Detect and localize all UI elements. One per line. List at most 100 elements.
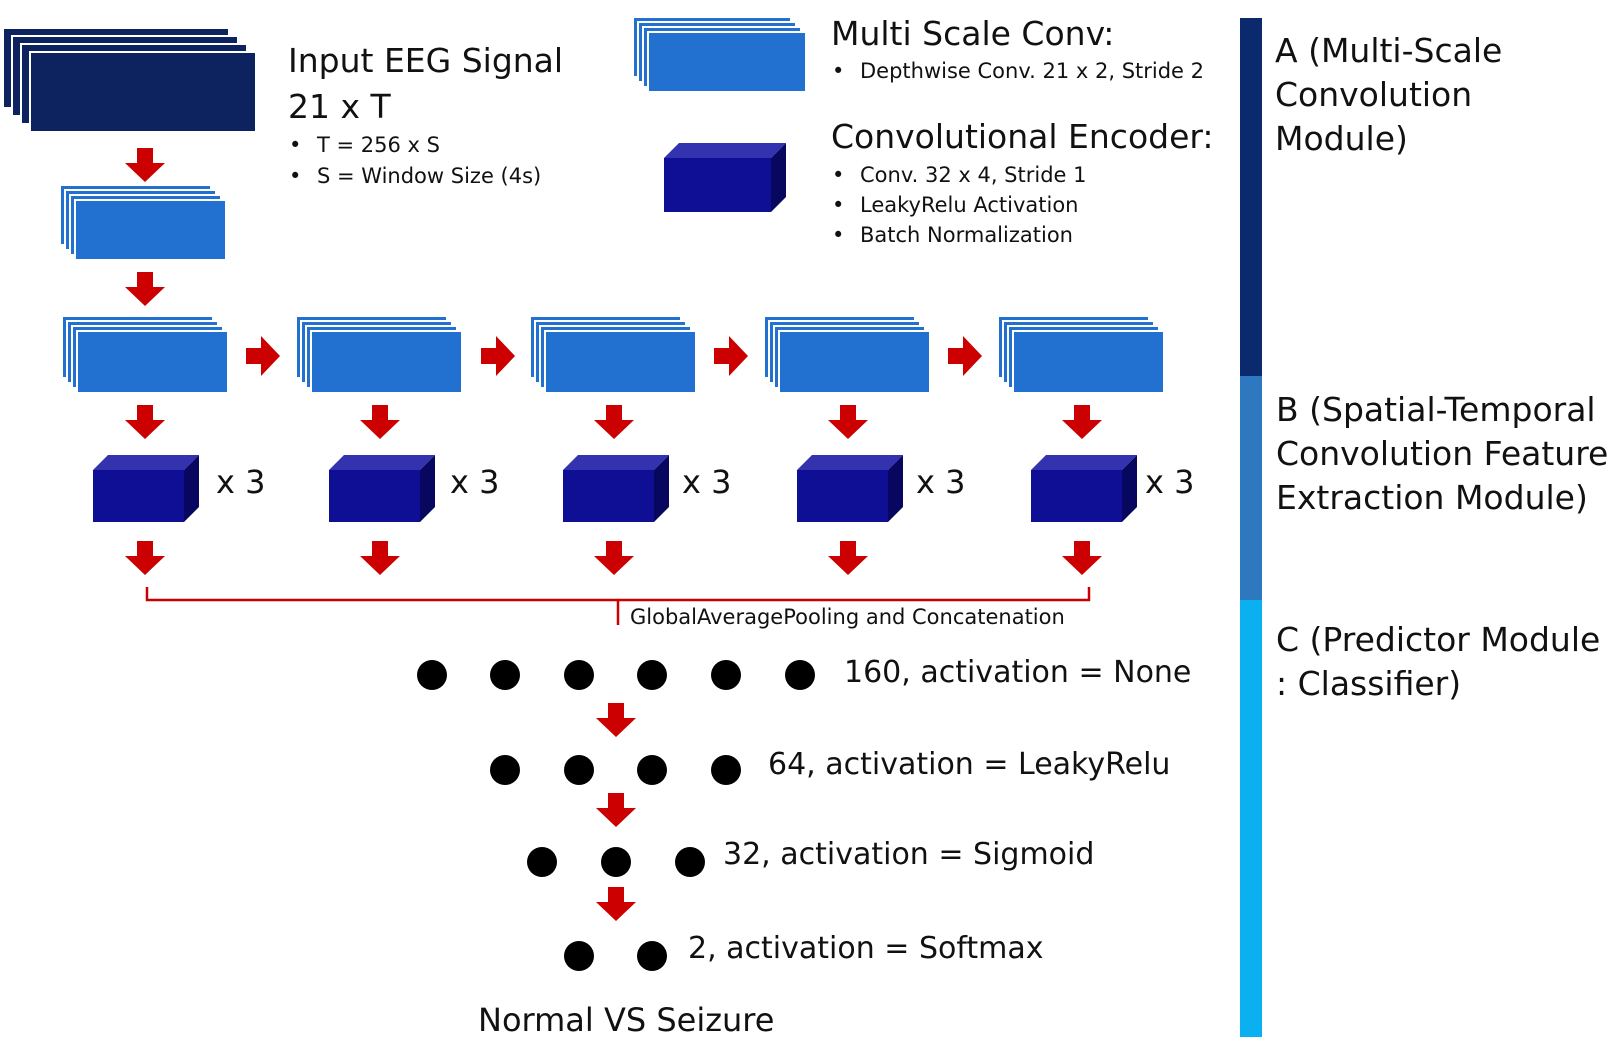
arrow-right-4 xyxy=(948,336,982,376)
module-c-bar xyxy=(1240,600,1262,1037)
encoder-block-3-top xyxy=(563,455,669,470)
dense-layer-1-node-4 xyxy=(637,660,667,690)
arrow-to-encoder-1 xyxy=(125,405,165,439)
dense-layer-4-node-1 xyxy=(564,941,594,971)
encoder-block-1-top xyxy=(93,455,199,470)
input-dims: 21 x T xyxy=(288,87,391,126)
encoder-block-3-front xyxy=(563,470,654,522)
encoder-block-1-side xyxy=(184,455,199,522)
dense-layer-1-node-5 xyxy=(711,660,741,690)
legend-msc-icon-layer xyxy=(647,31,807,93)
dense-layer-2-label: 64, activation = LeakyRelu xyxy=(768,747,1171,782)
encoder-block-2-top xyxy=(329,455,435,470)
dense-layer-3-node-3 xyxy=(675,847,705,877)
dense-layer-4-node-2 xyxy=(637,941,667,971)
dense-layer-1-label: 160, activation = None xyxy=(844,655,1192,690)
arrow-right-1 xyxy=(246,336,280,376)
module-a-bar xyxy=(1240,18,1262,376)
arrow-right-2 xyxy=(481,336,515,376)
pooling-label: GlobalAveragePooling and Concatenation xyxy=(630,605,1065,629)
encoder-block-1-front xyxy=(93,470,184,522)
arrow-right-3 xyxy=(714,336,748,376)
encoder-block-5-top xyxy=(1031,455,1137,470)
dense-layer-1-node-1 xyxy=(417,660,447,690)
output-label: Normal VS Seizure xyxy=(478,1001,775,1039)
multiscale-block-4 xyxy=(763,315,931,394)
multiscale-block-3 xyxy=(529,315,697,394)
legend-msc-icon xyxy=(632,16,807,93)
dense-layer-2-node-1 xyxy=(490,755,520,785)
dense-layer-2-node-2 xyxy=(564,755,594,785)
legend-encoder-icon-front xyxy=(664,158,771,212)
multiscale-conv-stack-layer xyxy=(74,199,227,261)
legend-encoder-title: Convolutional Encoder: xyxy=(831,117,1214,156)
legend-encoder-bullet-3: Batch Normalization xyxy=(832,223,1073,247)
legend-encoder-icon-side xyxy=(771,143,786,212)
module-c-label: C (Predictor Module : Classifier) xyxy=(1276,620,1601,703)
input-eeg-stack xyxy=(2,27,257,133)
encoder-block-4-top xyxy=(797,455,903,470)
arrow-dense-1 xyxy=(596,703,636,737)
dense-layer-3-node-2 xyxy=(601,847,631,877)
input-bullet-1: T = 256 x S xyxy=(289,133,440,157)
encoder-block-3-side xyxy=(654,455,669,522)
arrow-to-encoder-5 xyxy=(1062,405,1102,439)
legend-encoder-bullet-2: LeakyRelu Activation xyxy=(832,193,1079,217)
arrow-to-pool-5 xyxy=(1062,541,1102,575)
dense-layer-1-node-3 xyxy=(564,660,594,690)
dense-layer-4-label: 2, activation = Softmax xyxy=(688,931,1044,966)
input-eeg-stack-layer xyxy=(29,51,257,133)
multiscale-block-5 xyxy=(997,315,1165,394)
multiscale-block-1 xyxy=(61,315,229,394)
repeat-label-1: x 3 xyxy=(216,463,266,501)
arrow-msc-down xyxy=(125,272,165,306)
legend-msc-title: Multi Scale Conv: xyxy=(831,14,1115,53)
encoder-block-5-front xyxy=(1031,470,1122,522)
arrow-dense-3 xyxy=(596,887,636,921)
legend-msc-bullet: Depthwise Conv. 21 x 2, Stride 2 xyxy=(832,59,1204,83)
legend-encoder-bullet-1: Conv. 32 x 4, Stride 1 xyxy=(832,163,1086,187)
dense-layer-1-node-6 xyxy=(785,660,815,690)
legend-encoder-icon-top xyxy=(664,143,786,158)
multiscale-block-2-layer xyxy=(310,330,463,394)
repeat-label-3: x 3 xyxy=(682,463,732,501)
arrow-input-down xyxy=(125,148,165,182)
arrow-to-pool-1 xyxy=(125,541,165,575)
arrow-to-pool-4 xyxy=(828,541,868,575)
dense-layer-1-node-2 xyxy=(490,660,520,690)
encoder-block-5-side xyxy=(1122,455,1137,522)
module-a-label: A (Multi-Scale Convolution Module) xyxy=(1275,31,1503,158)
multiscale-conv-stack xyxy=(59,184,227,261)
pooling-bracket xyxy=(145,587,1091,625)
encoder-block-1 xyxy=(93,455,199,522)
multiscale-block-5-layer xyxy=(1012,330,1165,394)
module-b-bar xyxy=(1240,376,1262,600)
encoder-block-5 xyxy=(1031,455,1137,522)
module-b-label: B (Spatial-Temporal Convolution Feature … xyxy=(1276,390,1609,517)
multiscale-block-1-layer xyxy=(76,330,229,394)
encoder-block-4 xyxy=(797,455,903,522)
input-title: Input EEG Signal xyxy=(288,41,564,80)
input-bullet-2: S = Window Size (4s) xyxy=(289,164,541,188)
encoder-block-4-side xyxy=(888,455,903,522)
arrow-to-encoder-2 xyxy=(360,405,400,439)
repeat-label-4: x 3 xyxy=(916,463,966,501)
dense-layer-2-node-4 xyxy=(711,755,741,785)
legend-encoder-icon xyxy=(664,143,786,212)
encoder-block-3 xyxy=(563,455,669,522)
repeat-label-2: x 3 xyxy=(450,463,500,501)
repeat-label-5: x 3 xyxy=(1145,463,1195,501)
multiscale-block-2 xyxy=(295,315,463,394)
encoder-block-2 xyxy=(329,455,435,522)
arrow-to-pool-2 xyxy=(360,541,400,575)
arrow-dense-2 xyxy=(596,793,636,827)
multiscale-block-4-layer xyxy=(778,330,931,394)
encoder-block-4-front xyxy=(797,470,888,522)
arrow-to-pool-3 xyxy=(594,541,634,575)
dense-layer-2-node-3 xyxy=(637,755,667,785)
multiscale-block-3-layer xyxy=(544,330,697,394)
encoder-block-2-front xyxy=(329,470,420,522)
arrow-to-encoder-4 xyxy=(828,405,868,439)
dense-layer-3-node-1 xyxy=(527,847,557,877)
